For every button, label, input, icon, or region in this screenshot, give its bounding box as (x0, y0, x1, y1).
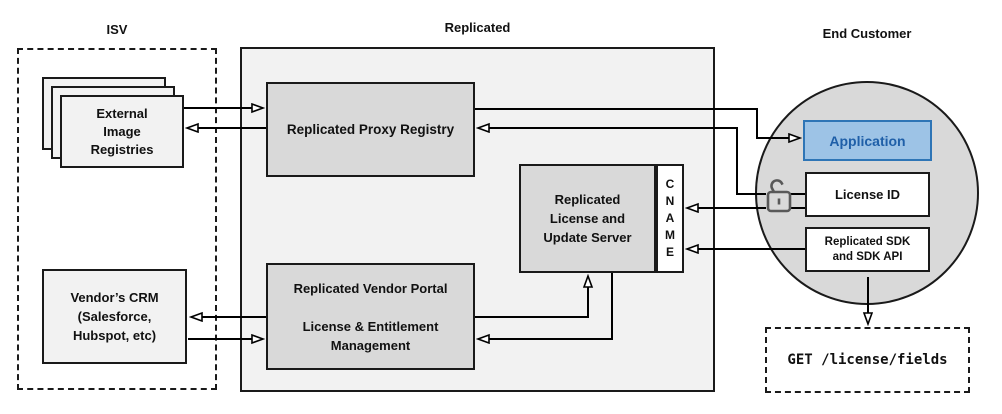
get-license-fields-node: GET /license/fields (765, 327, 970, 393)
license-id-node: License ID (805, 172, 930, 217)
vendors-crm-node: Vendor’s CRM (Salesforce, Hubspot, etc) (42, 269, 187, 364)
replicated-section-label: Replicated (444, 20, 511, 35)
external-image-registries-node: External Image Registries (60, 95, 184, 168)
application-node: Application (803, 120, 932, 161)
proxy-registry-node: Replicated Proxy Registry (266, 82, 475, 177)
vendor-portal-node: Replicated Vendor Portal License & Entit… (266, 263, 475, 370)
cname-node: C N A M E (656, 164, 684, 273)
isv-dashed-frame (17, 48, 217, 390)
license-update-server-node: Replicated License and Update Server (519, 164, 656, 273)
end-customer-section-label: End Customer (822, 26, 912, 41)
isv-section-label: ISV (106, 22, 128, 37)
replicated-sdk-node: Replicated SDK and SDK API (805, 227, 930, 272)
